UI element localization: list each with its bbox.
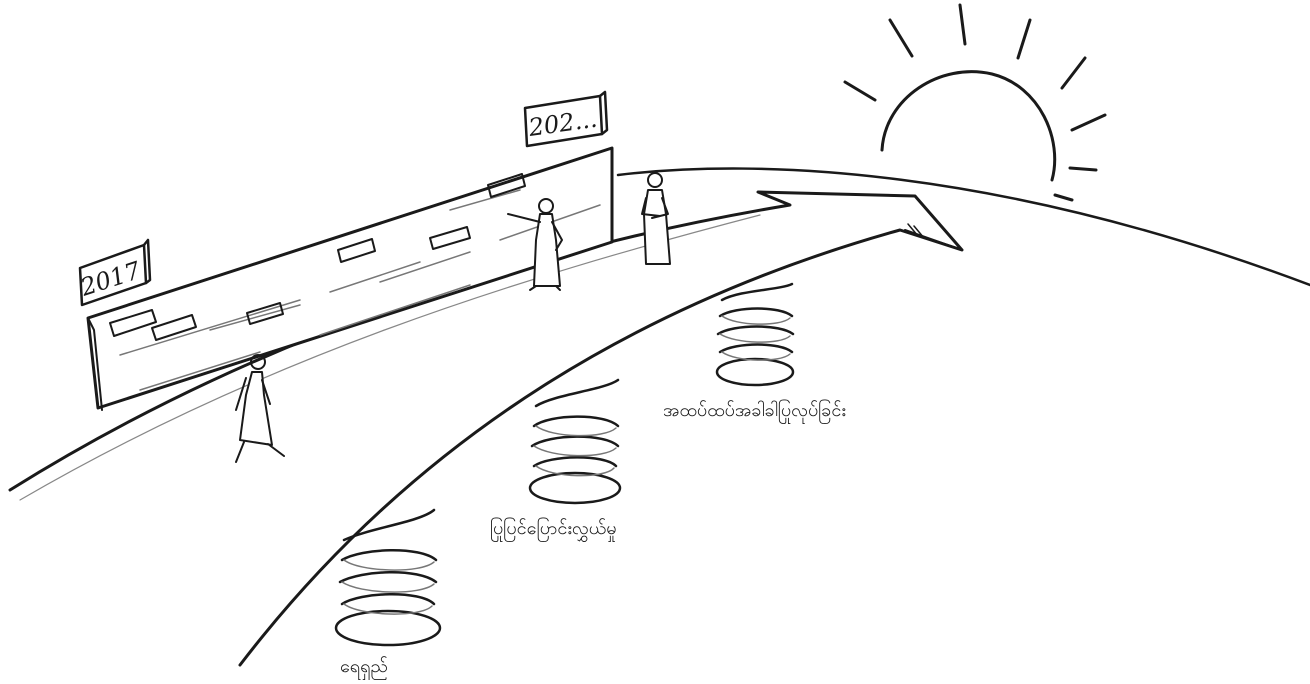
spring-label-repetition: အထပ်ထပ်အခါခါပြုလုပ်ခြင်း <box>663 399 846 424</box>
spring-label-long-term: ရေရှည် <box>340 656 388 680</box>
spring-middle <box>528 378 622 505</box>
spring-label-flexibility: ပြုပြင်ပြောင်းလွှယ်မှု <box>490 517 617 542</box>
person-standing <box>641 172 671 265</box>
year-tag-end <box>523 90 609 148</box>
spring-front <box>334 508 442 647</box>
sun-icon <box>843 3 1107 202</box>
spring-back <box>715 282 795 387</box>
year-tag-start <box>78 238 152 307</box>
horizon-line <box>616 167 1310 287</box>
person-walking <box>235 354 285 463</box>
person-pointing <box>507 198 563 291</box>
